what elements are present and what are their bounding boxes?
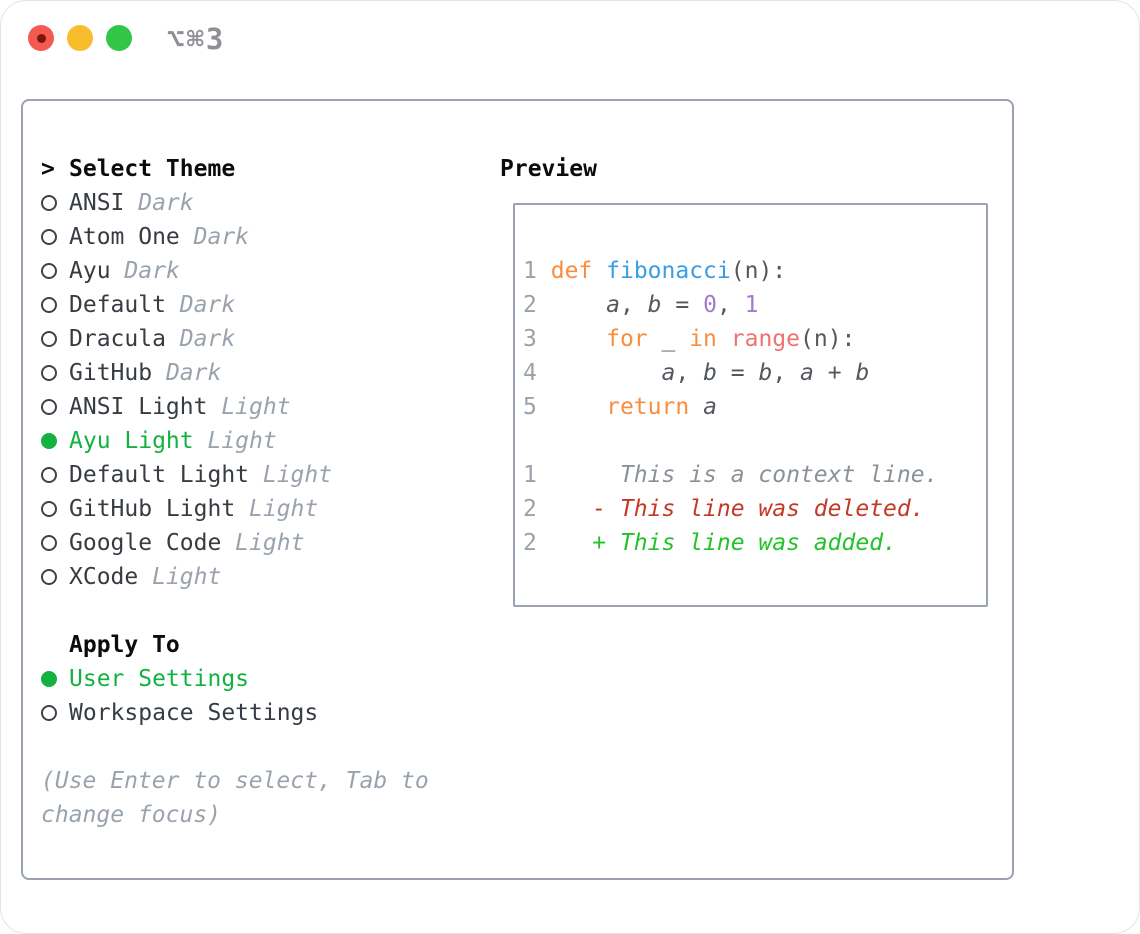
blank-row [41,594,429,628]
option-label: Google Code [69,530,222,556]
option-label: Ayu [69,258,111,284]
radio-icon [41,263,69,279]
theme-option-github-light[interactable]: GitHub Light Light [41,492,429,526]
option-label: GitHub Light [69,496,236,522]
close-button[interactable] [28,25,54,51]
radio-icon [41,705,69,721]
radio-icon [41,501,69,517]
section-title: Select Theme [69,156,236,182]
radio-icon [41,195,69,211]
radio-icon [41,229,69,245]
minimize-button[interactable] [67,25,93,51]
option-variant-tag: Light [138,564,222,590]
radio-icon [41,535,69,551]
radio-icon [41,365,69,381]
blank-line [523,424,938,458]
option-variant-tag: Light [235,496,319,522]
zoom-button[interactable] [106,25,132,51]
radio-selected-icon [41,433,69,449]
option-label: ANSI Light [69,394,208,420]
theme-option-google-code[interactable]: Google Code Light [41,526,429,560]
theme-option-ayu-light[interactable]: Ayu Light Light [41,424,429,458]
option-variant-tag: Dark [165,326,236,352]
theme-option-ansi-light[interactable]: ANSI Light Light [41,390,429,424]
option-variant-tag: Dark [124,190,194,216]
option-variant-tag: Light [207,394,291,420]
option-variant-tag: Dark [179,224,250,250]
code-line: 3 for _ in range(n): [523,326,856,352]
radio-icon [41,331,69,347]
radio-icon [41,297,69,313]
section-title: Apply To [69,632,180,658]
radio-icon [41,467,69,483]
option-label: Default [69,292,166,318]
option-variant-tag: Light [193,428,277,454]
option-label: User Settings [69,666,250,692]
option-label: GitHub [69,360,153,386]
code-preview: 1 def fibonacci(n): 2 a, b = 0, 1 3 for _ … [523,254,938,560]
radio-selected-icon [41,671,69,687]
diff-line-context: 1 This is a context line. [523,462,939,488]
preview-header: Preview [500,156,597,182]
option-label: Dracula [69,326,166,352]
theme-option-default[interactable]: Default Dark [41,288,429,322]
diff-line-deleted: 2 - This line was deleted. [523,496,925,522]
option-label: Atom One [69,224,180,250]
code-line: 1 def fibonacci(n): [523,258,787,284]
option-variant-tag: Dark [152,360,222,386]
hint-text: (Use Enter to select, Tab to [41,768,429,794]
hint-text: change focus) [41,802,222,828]
theme-option-atom-one[interactable]: Atom One Dark [41,220,429,254]
theme-option-xcode[interactable]: XCode Light [41,560,429,594]
theme-option-ansi[interactable]: ANSI Dark [41,186,429,220]
apply-option-workspace-settings[interactable]: Workspace Settings [41,696,429,730]
window-shortcut-title: ⌥⌘3 [167,22,226,56]
code-line: 5 return a [523,394,717,420]
option-label: XCode [69,564,139,590]
close-dot-icon [36,33,46,43]
theme-option-default-light[interactable]: Default Light Light [41,458,429,492]
option-label: ANSI [69,190,125,216]
blank-row [41,730,429,764]
hint-line-2: change focus) [41,798,429,832]
hint-line-1: (Use Enter to select, Tab to [41,764,429,798]
option-variant-tag: Dark [165,292,236,318]
apply-option-user-settings[interactable]: User Settings [41,662,429,696]
theme-option-github[interactable]: GitHub Dark [41,356,429,390]
radio-icon [41,399,69,415]
theme-list-header: > Select Theme [41,152,429,186]
diff-line-added: 2 + This line was added. [523,530,897,556]
theme-option-ayu[interactable]: Ayu Dark [41,254,429,288]
option-variant-tag: Light [221,530,305,556]
titlebar [28,25,132,51]
apply-to-header: Apply To [41,628,429,662]
preview-box: 1 def fibonacci(n): 2 a, b = 0, 1 3 for _ … [513,203,988,607]
option-label: Workspace Settings [69,700,319,726]
option-label: Ayu Light [69,428,194,454]
theme-option-dracula[interactable]: Dracula Dark [41,322,429,356]
option-variant-tag: Light [249,462,333,488]
prompt-caret-icon: > [41,156,55,182]
option-label: Default Light [69,462,250,488]
code-line: 4 a, b = b, a + b [523,360,870,386]
radio-icon [41,569,69,585]
code-line: 2 a, b = 0, 1 [523,292,759,318]
option-variant-tag: Dark [110,258,180,284]
